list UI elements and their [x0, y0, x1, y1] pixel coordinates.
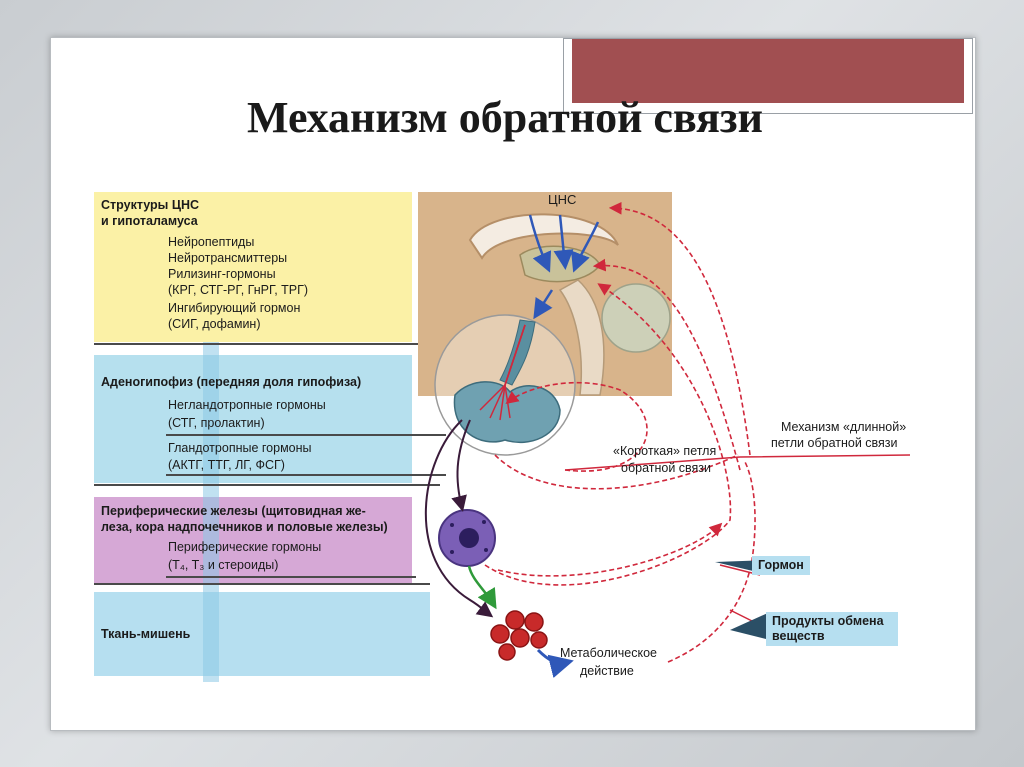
short-loop-label: обратной связи — [621, 461, 712, 475]
adeno-heading: Аденогипофиз (передняя доля гипофиза) — [101, 375, 362, 389]
peripheral-heading: леза, кора надпочечников и половые желез… — [101, 520, 388, 534]
vertical-stripe — [203, 342, 219, 682]
divider-line — [94, 583, 430, 585]
divider-line — [166, 576, 416, 578]
cerebellum — [601, 283, 671, 353]
divider-line — [94, 484, 440, 486]
cns-item: Нейропептиды — [168, 235, 255, 249]
pituitary-stalk — [499, 319, 536, 386]
cns-heading: и гипоталамуса — [101, 214, 198, 228]
peripheral-item: Периферические гормоны — [168, 540, 322, 554]
peripheral-heading: Периферические железы (щитовидная же- — [101, 504, 366, 518]
target-tissue-band — [94, 592, 430, 676]
cns-item: (СИГ, дофамин) — [168, 317, 261, 331]
brainstem — [558, 279, 605, 396]
divider-line — [94, 343, 440, 345]
target-heading: Ткань-мишень — [101, 627, 191, 641]
cns-signal-arrows — [528, 214, 600, 320]
brain-ventricle — [468, 213, 619, 260]
metabolites-label-line: веществ — [772, 629, 825, 643]
peripheral-glands-band — [94, 497, 412, 583]
portal-vessels — [479, 324, 526, 421]
adeno-item: Гландотропные гормоны — [168, 441, 312, 455]
metabolic-action-label: действие — [580, 664, 634, 678]
cns-item: (КРГ, СТГ-РГ, ГнРГ, ТРГ) — [168, 283, 309, 297]
metabolic-action-label: Метаболическое — [560, 646, 657, 660]
pituitary-gland — [453, 381, 561, 444]
peripheral-item: (T₄, T₃ и стероиды) — [168, 558, 279, 572]
cns-band — [94, 192, 412, 342]
adenohypophysis-band — [94, 355, 412, 483]
divider-line — [166, 474, 446, 476]
long-loop-label: Механизм «длинной» — [781, 420, 907, 434]
metabolites-label: Продукты обмена веществ — [766, 612, 898, 646]
short-loop-label: «Короткая» петля — [613, 444, 717, 458]
leader-lines — [564, 454, 911, 626]
hormone-path-arrow — [451, 419, 471, 512]
long-loop-label: петли обратной связи — [771, 436, 898, 450]
cns-heading: Структуры ЦНС — [101, 198, 200, 212]
adeno-item: (СТГ, пролактин) — [168, 416, 265, 430]
hypothalamus — [519, 245, 601, 283]
cns-item: Рилизинг-гормоны — [168, 267, 276, 281]
target-cells — [490, 610, 548, 661]
adeno-item: Негландотропные гормоны — [168, 398, 326, 412]
gland-cell — [438, 509, 496, 567]
cns-item: Нейротрансмиттеры — [168, 251, 288, 265]
cns-item: Ингибирующий гормон — [168, 301, 301, 315]
adeno-item: (АКТГ, ТТГ, ЛГ, ФСГ) — [168, 458, 285, 472]
metabolites-label-line: Продукты обмена — [772, 614, 884, 628]
title-bar — [563, 38, 973, 114]
divider-line — [166, 434, 446, 436]
cns-label: ЦНС — [548, 192, 576, 207]
peripheral-hormone-arrow — [467, 565, 497, 610]
hormone-label: Гормон — [752, 556, 810, 575]
metabolic-action-arrow — [536, 648, 574, 678]
slide-title: Механизм обратной связи — [247, 93, 763, 142]
feedback-arrows — [484, 201, 756, 663]
title-bar-accent — [572, 39, 964, 103]
